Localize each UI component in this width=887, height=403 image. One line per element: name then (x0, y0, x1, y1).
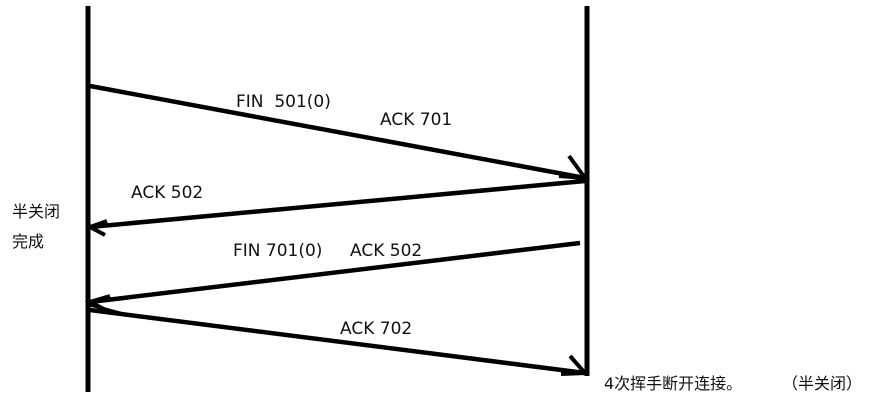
half-close-note-line1: 半关闭 (12, 202, 60, 221)
arrow-ack-702 (89, 307, 586, 376)
label-fin-501: FIN 501(0) (236, 92, 331, 112)
arrow-fin-501 (89, 83, 586, 181)
label-ack-502-second: ACK 502 (350, 241, 422, 261)
label-ack-502-first: ACK 502 (131, 183, 203, 203)
arrow-fin-701 (89, 240, 581, 305)
half-close-note-line2: 完成 (12, 232, 44, 251)
arrowhead-ack-502-first (85, 219, 108, 237)
arrow-ack-502-first (89, 178, 586, 230)
arrowhead-ack-702 (560, 354, 590, 376)
caption-suffix: （半关闭） (782, 374, 862, 393)
arrow-tail-mark (89, 303, 129, 317)
arrowhead-fin-501 (558, 154, 590, 181)
label-ack-701: ACK 701 (380, 110, 452, 130)
label-ack-702: ACK 702 (340, 319, 412, 339)
caption-main: 4次挥手断开连接。 (604, 374, 742, 393)
label-fin-701: FIN 701(0) (233, 241, 322, 261)
